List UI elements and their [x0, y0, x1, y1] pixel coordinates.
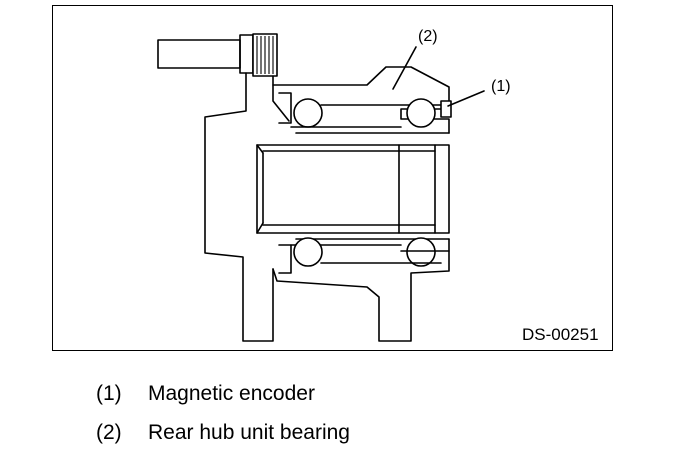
- legend-item-1: (1) Magnetic encoder: [96, 381, 315, 407]
- legend-item-1-text: Magnetic encoder: [148, 382, 315, 405]
- bearing-ball-lower-left: [293, 237, 323, 267]
- diagram-frame: (2) (1) DS-00251: [52, 5, 613, 351]
- figure-code: DS-00251: [522, 325, 599, 344]
- callout-2-leader: [392, 46, 417, 90]
- magnetic-encoder: [440, 100, 452, 118]
- legend-item-1-number: (1): [96, 382, 122, 405]
- bearing-ball-upper-left: [293, 98, 323, 128]
- legend-item-2: (2) Rear hub unit bearing: [96, 420, 350, 446]
- callout-1-label: (1): [491, 78, 511, 95]
- bearing-ball-lower-right: [406, 237, 436, 267]
- callout-1-leader: [447, 90, 485, 107]
- inner-race-upper: [290, 126, 450, 134]
- hub-bearing-cross-section: (2) (1) DS-00251: [157, 28, 599, 344]
- hub-bore: [256, 144, 450, 234]
- bearing-ball-upper-right: [406, 98, 436, 128]
- hub-bolt: [157, 33, 278, 77]
- callout-2-label: (2): [418, 28, 438, 45]
- legend-item-2-number: (2): [96, 421, 122, 444]
- bearing-outer-race-lower: [272, 238, 450, 342]
- hub-flange: [204, 72, 290, 342]
- legend-item-2-text: Rear hub unit bearing: [148, 421, 350, 444]
